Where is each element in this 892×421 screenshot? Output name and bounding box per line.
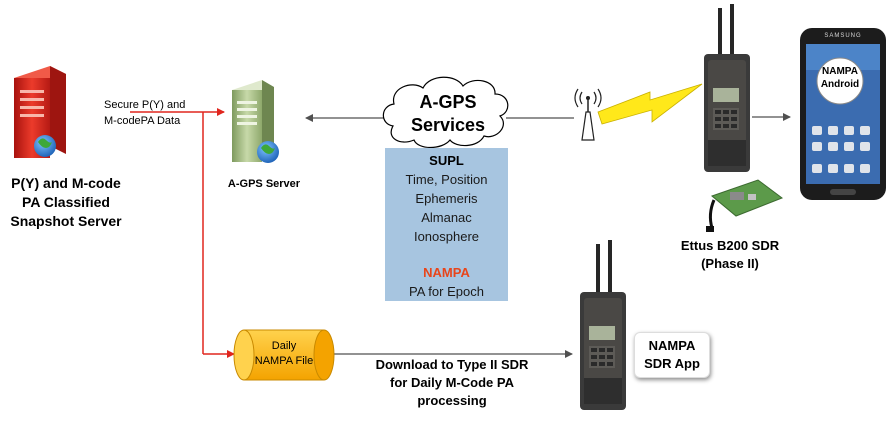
phone-screen-label-line: Android xyxy=(820,79,860,90)
sdr-app-label-line: NAMPA xyxy=(648,338,696,353)
nampa-header: NAMPA xyxy=(423,265,470,280)
secure-data-link xyxy=(130,108,235,358)
wireless-lightning-icon xyxy=(597,83,703,125)
agps-services-cloud xyxy=(382,76,509,149)
agps-services-label-line: A-GPS xyxy=(419,92,477,112)
supl-item: Almanac xyxy=(421,210,472,225)
ettus-board-icon xyxy=(706,179,784,232)
phone-screen-label: NAMPA Android xyxy=(812,65,868,91)
agps-server-icon xyxy=(232,80,279,163)
classified-server-icon xyxy=(14,66,66,158)
secure-link-label-line: Secure P(Y) and xyxy=(104,99,186,111)
ettus-label: Ettus B200 SDR (Phase II) xyxy=(676,237,784,273)
sdr-app-label-line: SDR App xyxy=(644,356,700,371)
snapshot-server-label-line: P(Y) and M-code xyxy=(11,175,121,191)
agps-services-label: A-GPS Services xyxy=(398,91,498,137)
daily-file-label-line: NAMPA File xyxy=(254,355,314,367)
secure-link-label: Secure P(Y) and M-codePA Data xyxy=(104,97,204,129)
supl-item: Ephemeris xyxy=(415,191,478,206)
ettus-label-line: (Phase II) xyxy=(701,256,759,271)
ettus-label-line: Ettus B200 SDR xyxy=(680,238,780,253)
phone-brand: SAMSUNG xyxy=(824,33,862,39)
download-label: Download to Type II SDR for Daily M-Code… xyxy=(352,356,552,410)
download-label-line: processing xyxy=(417,393,487,408)
tactical-radio-icon xyxy=(704,4,750,172)
type2-sdr-radio-icon xyxy=(580,240,626,410)
supl-info-box: SUPL Time, Position Ephemeris Almanac Io… xyxy=(385,148,508,301)
supl-item: Time, Position xyxy=(405,172,488,187)
nampa-sdr-app-box: NAMPA SDR App xyxy=(634,332,710,378)
daily-file-label: Daily NAMPA File xyxy=(236,339,332,369)
android-phone-icon xyxy=(800,28,886,200)
download-label-line: Download to Type II SDR xyxy=(375,357,529,372)
daily-file-cylinder xyxy=(233,329,335,381)
antenna-tower-icon xyxy=(574,88,602,141)
supl-header: SUPL xyxy=(429,153,464,168)
daily-file-label-line: Daily xyxy=(271,340,297,352)
download-label-line: for Daily M-Code PA xyxy=(390,375,514,390)
agps-server-label: A-GPS Server xyxy=(227,178,301,190)
agps-services-label-line: Services xyxy=(410,115,486,135)
snapshot-server-label: P(Y) and M-code PA Classified Snapshot S… xyxy=(0,174,132,231)
snapshot-server-label-line: PA Classified xyxy=(22,194,110,210)
snapshot-server-label-line: Snapshot Server xyxy=(10,213,122,229)
secure-link-label-line: M-codePA Data xyxy=(104,115,181,127)
nampa-item: PA for Epoch xyxy=(409,284,484,299)
phone-screen-label-line: NAMPA xyxy=(822,66,858,77)
supl-item: Ionosphere xyxy=(413,229,480,244)
